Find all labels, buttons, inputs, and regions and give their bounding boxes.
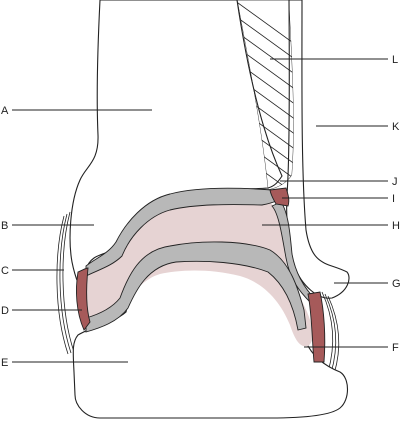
labels: A B C D E F G H I J K L [1, 54, 401, 369]
label-a: A [1, 105, 9, 117]
label-f: F [392, 342, 399, 354]
leader-lines [12, 58, 388, 363]
capsule-fibers-right [321, 291, 340, 375]
capsule-fibers-left [56, 211, 75, 355]
joint-cavity [86, 198, 313, 347]
fibula-bone [286, 0, 350, 299]
label-b: B [1, 220, 8, 232]
label-g: G [392, 278, 401, 290]
synovial-fold [269, 187, 290, 207]
label-k: K [392, 121, 400, 133]
label-j: J [392, 176, 398, 188]
synovial-membrane-right [307, 291, 326, 363]
synovial-membrane-left [76, 267, 91, 331]
label-l: L [392, 54, 398, 66]
lower-cartilage [85, 241, 307, 333]
label-i: I [392, 193, 395, 205]
label-c: C [1, 265, 9, 277]
label-e: E [1, 357, 8, 369]
label-h: H [392, 220, 400, 232]
label-d: D [1, 305, 9, 317]
